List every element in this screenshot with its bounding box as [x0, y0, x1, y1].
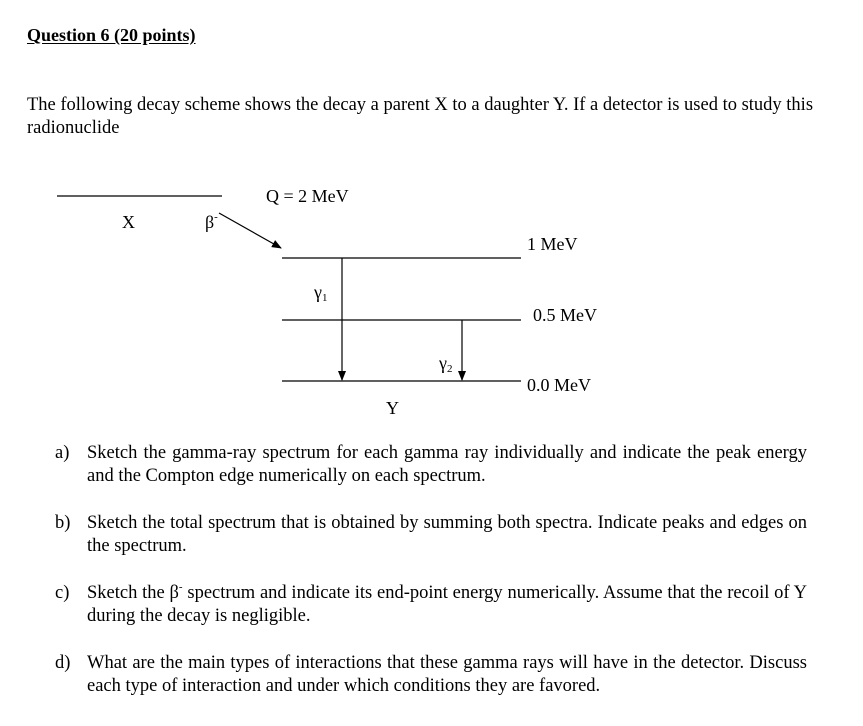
parent-label: X — [122, 212, 135, 232]
level-label-1mev: 1 MeV — [527, 234, 578, 254]
question-marker: d) — [55, 653, 71, 673]
question-list: a) Sketch the gamma-ray spectrum for eac… — [55, 442, 807, 722]
question-text: Sketch the total spectrum that is obtain… — [87, 513, 807, 556]
question-heading: Question 6 (20 points) — [27, 25, 196, 45]
question-item-a: a) Sketch the gamma-ray spectrum for eac… — [55, 442, 807, 488]
question-item-b: b) Sketch the total spectrum that is obt… — [55, 512, 807, 558]
level-label-05mev: 0.5 MeV — [533, 305, 597, 325]
question-item-c: c) Sketch the β- spectrum and indicate i… — [55, 582, 807, 628]
question-intro: The following decay scheme shows the dec… — [27, 95, 814, 138]
gamma-2-label: γ2 — [438, 353, 452, 375]
question-item-d: d) What are the main types of interactio… — [55, 652, 807, 698]
decay-scheme-diagram: X β- Q = 2 MeV 1 MeV 0.5 MeV 0.0 MeV γ1 … — [57, 186, 597, 418]
beta-decay-arrow — [218, 212, 282, 249]
question-text: What are the main types of interactions … — [87, 653, 807, 696]
question-marker: a) — [55, 443, 70, 463]
question-marker: b) — [55, 513, 71, 533]
question-text: Sketch the gamma-ray spectrum for each g… — [87, 443, 807, 486]
daughter-label: Y — [386, 398, 399, 418]
question-text: Sketch the β- spectrum and indicate its … — [87, 581, 807, 627]
gamma-1-label: γ1 — [313, 282, 327, 304]
question-marker: c) — [55, 583, 70, 603]
level-label-0mev: 0.0 MeV — [527, 375, 591, 395]
beta-label: β- — [205, 211, 218, 232]
q-value-label: Q = 2 MeV — [266, 186, 349, 206]
